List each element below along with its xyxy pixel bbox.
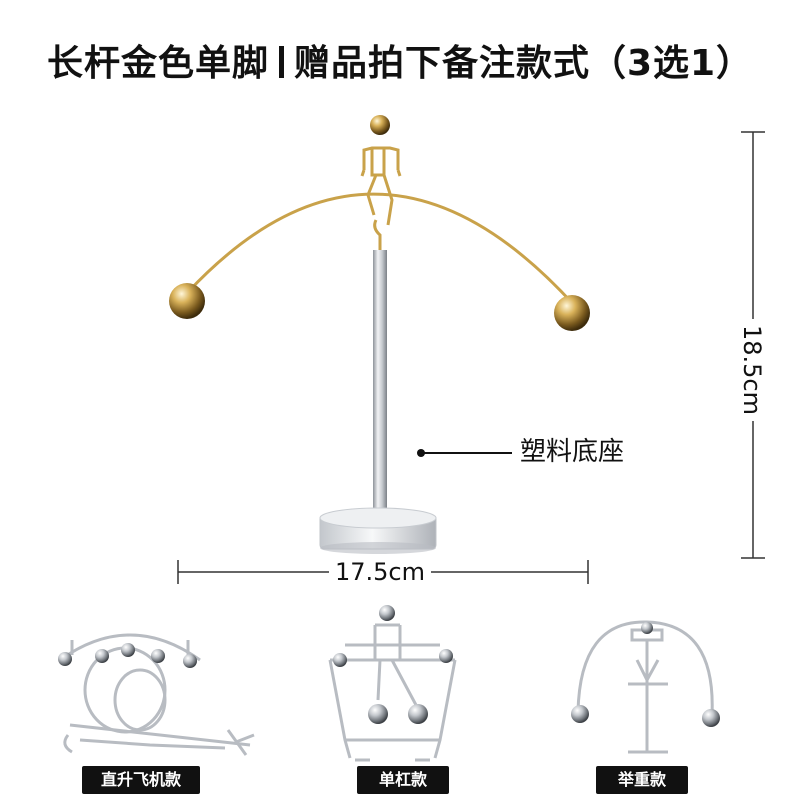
variant-label-helicopter: 直升飞机款 [82, 766, 200, 794]
right-weight-ball [554, 295, 590, 331]
height-label: 18.5cm [737, 318, 767, 422]
title-gift-note: 赠品拍下备注款式（3选1） [293, 43, 754, 84]
page-title: 长杆金色单脚赠品拍下备注款式（3选1） [0, 40, 800, 88]
variant-label-single-bar: 单杠款 [357, 766, 449, 794]
variant-weightlifting-balls [571, 622, 720, 727]
title-product: 长杆金色单脚 [46, 43, 269, 84]
variant-single-bar-image [328, 623, 457, 762]
pivot-hook [373, 219, 382, 250]
variant-weightlifting-image [576, 620, 714, 754]
base-callout-pointer [417, 449, 512, 457]
title-divider [278, 46, 284, 78]
balancing-figure [360, 146, 402, 226]
base-callout-label: 塑料底座 [520, 437, 625, 467]
gold-arc [186, 192, 576, 307]
variant-helicopter-balls [58, 643, 197, 668]
figure-head [370, 115, 390, 135]
width-label: 17.5cm [150, 557, 610, 587]
plastic-base [319, 507, 437, 554]
left-weight-ball [169, 283, 205, 319]
variant-single-bar-balls [333, 605, 453, 724]
stand-pole [373, 250, 387, 520]
main-balance-toy [169, 115, 590, 554]
variant-label-weightlifting: 举重款 [596, 766, 688, 794]
